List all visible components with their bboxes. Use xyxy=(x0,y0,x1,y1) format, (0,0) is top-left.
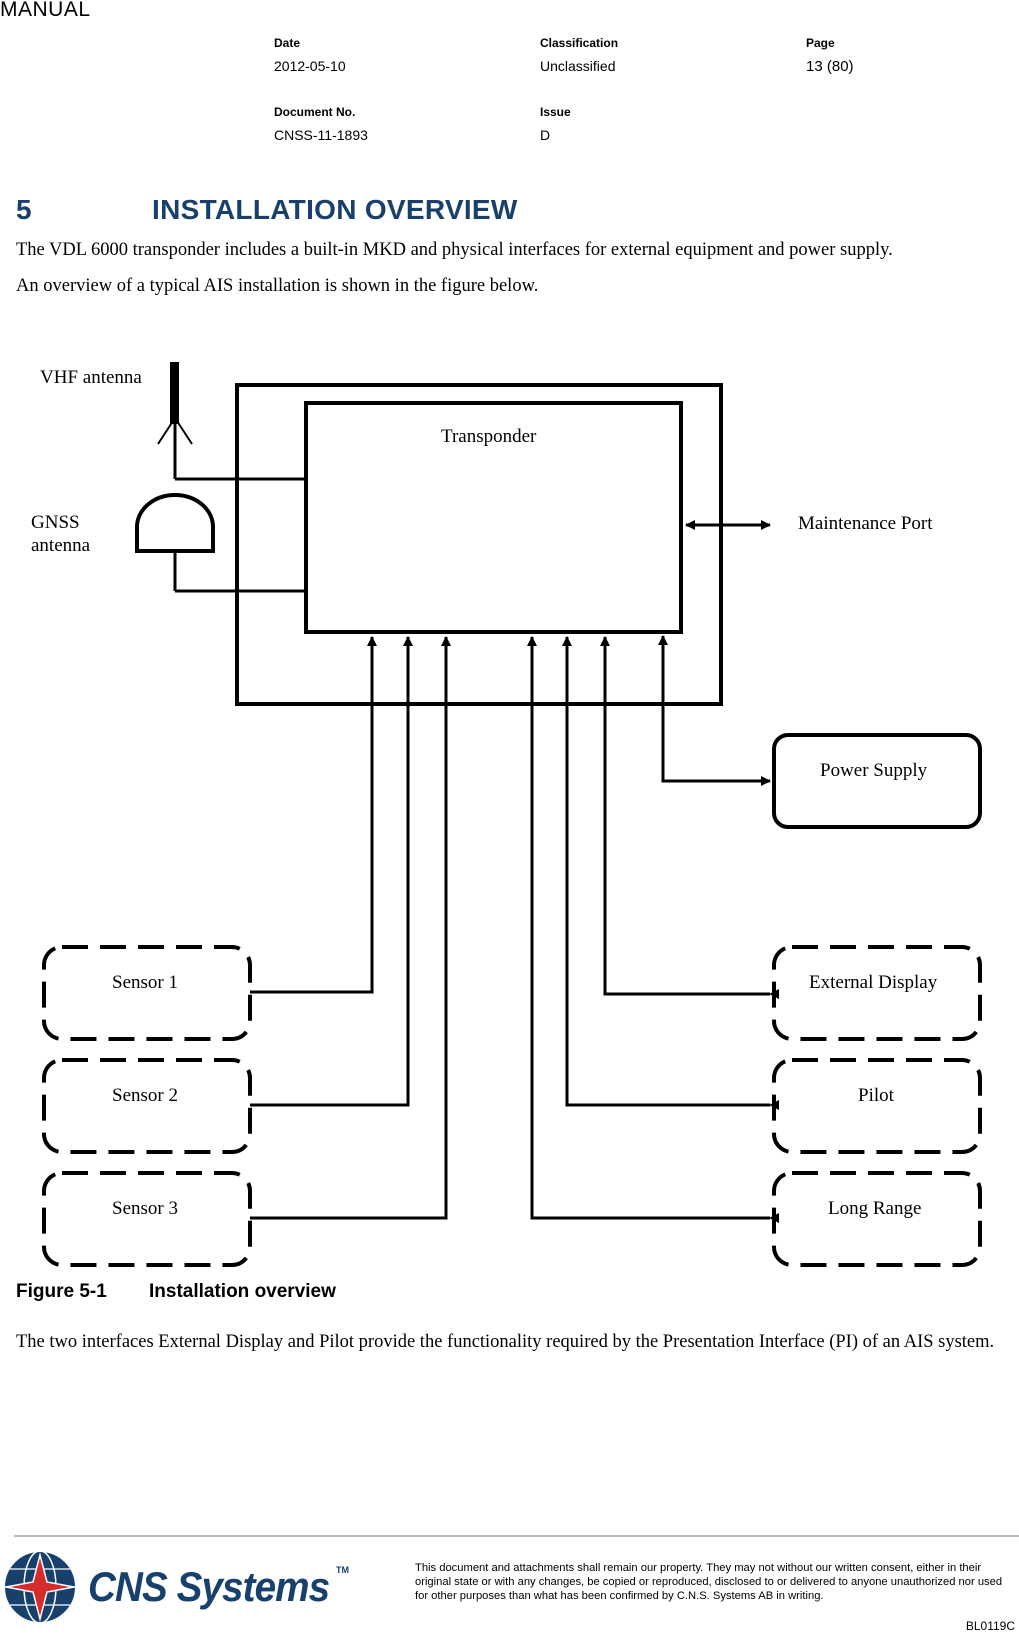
sensor-1-box xyxy=(42,945,252,1041)
footer-divider xyxy=(14,1535,1019,1537)
issue-label: Issue xyxy=(540,105,571,119)
sensor-3-label: Sensor 3 xyxy=(112,1198,178,1219)
figure-caption: Figure 5-1 Installation overview xyxy=(16,1281,336,1303)
vhf-antenna-label: VHF antenna xyxy=(40,367,142,388)
gnss-antenna-icon xyxy=(135,493,306,593)
date-label: Date xyxy=(274,36,301,50)
long-range-label: Long Range xyxy=(828,1198,922,1219)
intro-paragraph: The VDL 6000 transponder includes a buil… xyxy=(16,240,893,260)
sensor-3-connector xyxy=(250,636,451,1220)
classification-label: Classification xyxy=(540,36,619,50)
power-supply-connector xyxy=(658,635,769,783)
footer-document-code: BL0119C xyxy=(965,1619,1015,1633)
pilot-connector xyxy=(562,636,779,1110)
external-display-connector xyxy=(600,636,779,999)
vhf-antenna-icon xyxy=(157,362,306,481)
issue-value: D xyxy=(540,127,551,143)
overview-paragraph: An overview of a typical AIS installatio… xyxy=(16,276,539,296)
footer-legal-notice: This document and attachments shall rema… xyxy=(415,1562,1003,1602)
transponder-box xyxy=(304,401,683,634)
long-range-connector xyxy=(527,636,779,1223)
installation-enclosure xyxy=(235,383,723,706)
page-number: 13 (80) xyxy=(806,58,854,75)
sensor-1-label: Sensor 1 xyxy=(112,972,178,993)
pilot-label: Pilot xyxy=(858,1085,894,1106)
maintenance-port-label: Maintenance Port xyxy=(798,513,933,534)
sensor-2-box xyxy=(42,1058,252,1154)
sensor-3-box xyxy=(42,1171,252,1267)
sensor-2-label: Sensor 2 xyxy=(112,1085,178,1106)
trademark-mark: TM xyxy=(336,1565,349,1575)
date-value: 2012-05-10 xyxy=(274,58,346,74)
external-display-label: External Display xyxy=(809,972,938,993)
section-title: INSTALLATION OVERVIEW xyxy=(152,194,518,225)
cns-logo-globe-icon xyxy=(3,1550,77,1624)
document-type: MANUAL xyxy=(0,0,91,21)
page-label: Page xyxy=(806,36,835,50)
classification-value: Unclassified xyxy=(540,58,616,74)
figure-title: Installation overview xyxy=(149,1281,336,1302)
power-supply-label: Power Supply xyxy=(820,760,928,781)
transponder-label: Transponder xyxy=(441,426,537,447)
gnss-antenna-label-line2: antenna xyxy=(31,535,91,556)
company-logo-text: CNS Systems xyxy=(88,1563,330,1610)
sensor-1-connector xyxy=(250,636,377,994)
gnss-antenna-label-line1: GNSS xyxy=(31,512,80,533)
presentation-interface-paragraph: The two interfaces External Display and … xyxy=(16,1332,995,1352)
sensor-2-connector xyxy=(250,636,413,1107)
figure-number: Figure 5-1 xyxy=(16,1281,107,1302)
document-number-value: CNSS-11-1893 xyxy=(274,127,368,143)
document-number-label: Document No. xyxy=(274,105,356,119)
section-number: 5 xyxy=(16,194,32,225)
